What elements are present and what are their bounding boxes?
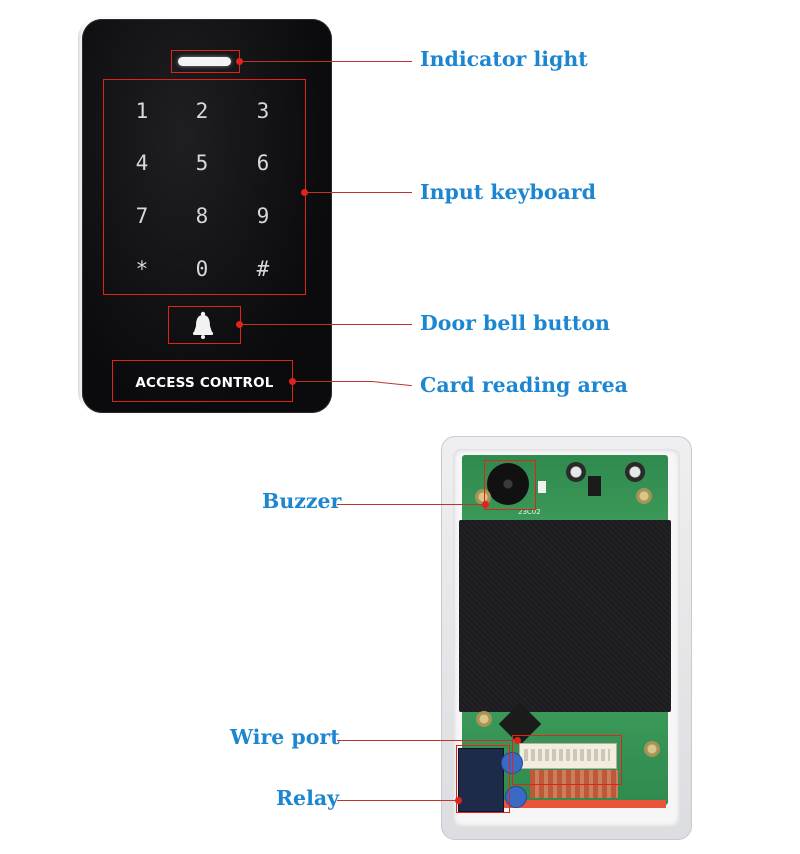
relay-highlight	[456, 745, 510, 813]
keypad-key-5[interactable]: 5	[195, 151, 209, 175]
card-callout-dot	[289, 378, 296, 385]
label-wire-port: Wire port	[230, 725, 340, 749]
pcb-marking: 23C02	[518, 508, 541, 516]
keypad-key-9[interactable]: 9	[256, 204, 270, 228]
bell-icon	[193, 311, 213, 339]
keypad-front-panel	[82, 19, 332, 413]
keypad-key-8[interactable]: 8	[195, 204, 209, 228]
keypad-key-7[interactable]: 7	[135, 204, 149, 228]
card-reading-highlight	[112, 360, 293, 402]
screw-icon	[636, 488, 652, 504]
relay-callout-line	[337, 800, 457, 802]
label-relay: Relay	[276, 786, 340, 810]
indicator-light-highlight	[171, 50, 240, 73]
label-indicator-light: Indicator light	[420, 47, 588, 71]
wire-port-highlight	[512, 735, 622, 785]
door-bell-button[interactable]	[191, 311, 215, 339]
screw-icon	[476, 711, 492, 727]
indicator-callout-dot	[236, 58, 243, 65]
indicator-light	[178, 57, 231, 66]
label-buzzer: Buzzer	[262, 489, 342, 513]
card-reading-area-label: ACCESS CONTROL	[135, 375, 274, 391]
keypad-key-6[interactable]: 6	[256, 151, 270, 175]
capacitor-component	[625, 462, 645, 482]
keypad-key-0[interactable]: 0	[195, 257, 209, 281]
label-input-keyboard: Input keyboard	[420, 180, 596, 204]
keyboard-callout-dot	[301, 189, 308, 196]
card-callout-line-1	[293, 381, 373, 383]
keypad-key-1[interactable]: 1	[135, 99, 149, 123]
transistor-component	[588, 476, 601, 496]
keypad-key-star[interactable]: *	[135, 257, 149, 281]
indicator-callout-line	[240, 61, 412, 63]
buzzer-callout-line	[337, 504, 485, 506]
capacitor-component	[566, 462, 586, 482]
foam-pad	[459, 520, 671, 712]
pcb-edge-strip	[474, 800, 666, 808]
input-keyboard-highlight	[103, 79, 306, 295]
doorbell-callout-dot	[236, 321, 243, 328]
blue-capacitor	[505, 786, 527, 808]
buzzer-highlight	[484, 460, 536, 510]
card-callout-line-2	[371, 381, 412, 387]
keyboard-callout-line	[305, 192, 412, 194]
keypad-key-3[interactable]: 3	[256, 99, 270, 123]
door-bell-highlight	[168, 306, 241, 344]
relay-callout-dot	[455, 797, 462, 804]
keypad-key-2[interactable]: 2	[195, 99, 209, 123]
buzzer-callout-dot	[482, 501, 489, 508]
keypad-key-hash[interactable]: #	[256, 257, 270, 281]
screw-icon	[644, 741, 660, 757]
buzzer-component	[487, 463, 529, 505]
wire-port-callout-dot	[514, 737, 521, 744]
keypad-key-4[interactable]: 4	[135, 151, 149, 175]
wire-port-callout-line	[337, 740, 517, 742]
wire-port-pins	[524, 749, 610, 761]
label-door-bell-button: Door bell button	[420, 311, 610, 335]
doorbell-callout-line	[240, 324, 412, 326]
smd-component	[538, 481, 546, 493]
relay-component	[458, 748, 504, 812]
label-card-reading-area: Card reading area	[420, 373, 628, 397]
